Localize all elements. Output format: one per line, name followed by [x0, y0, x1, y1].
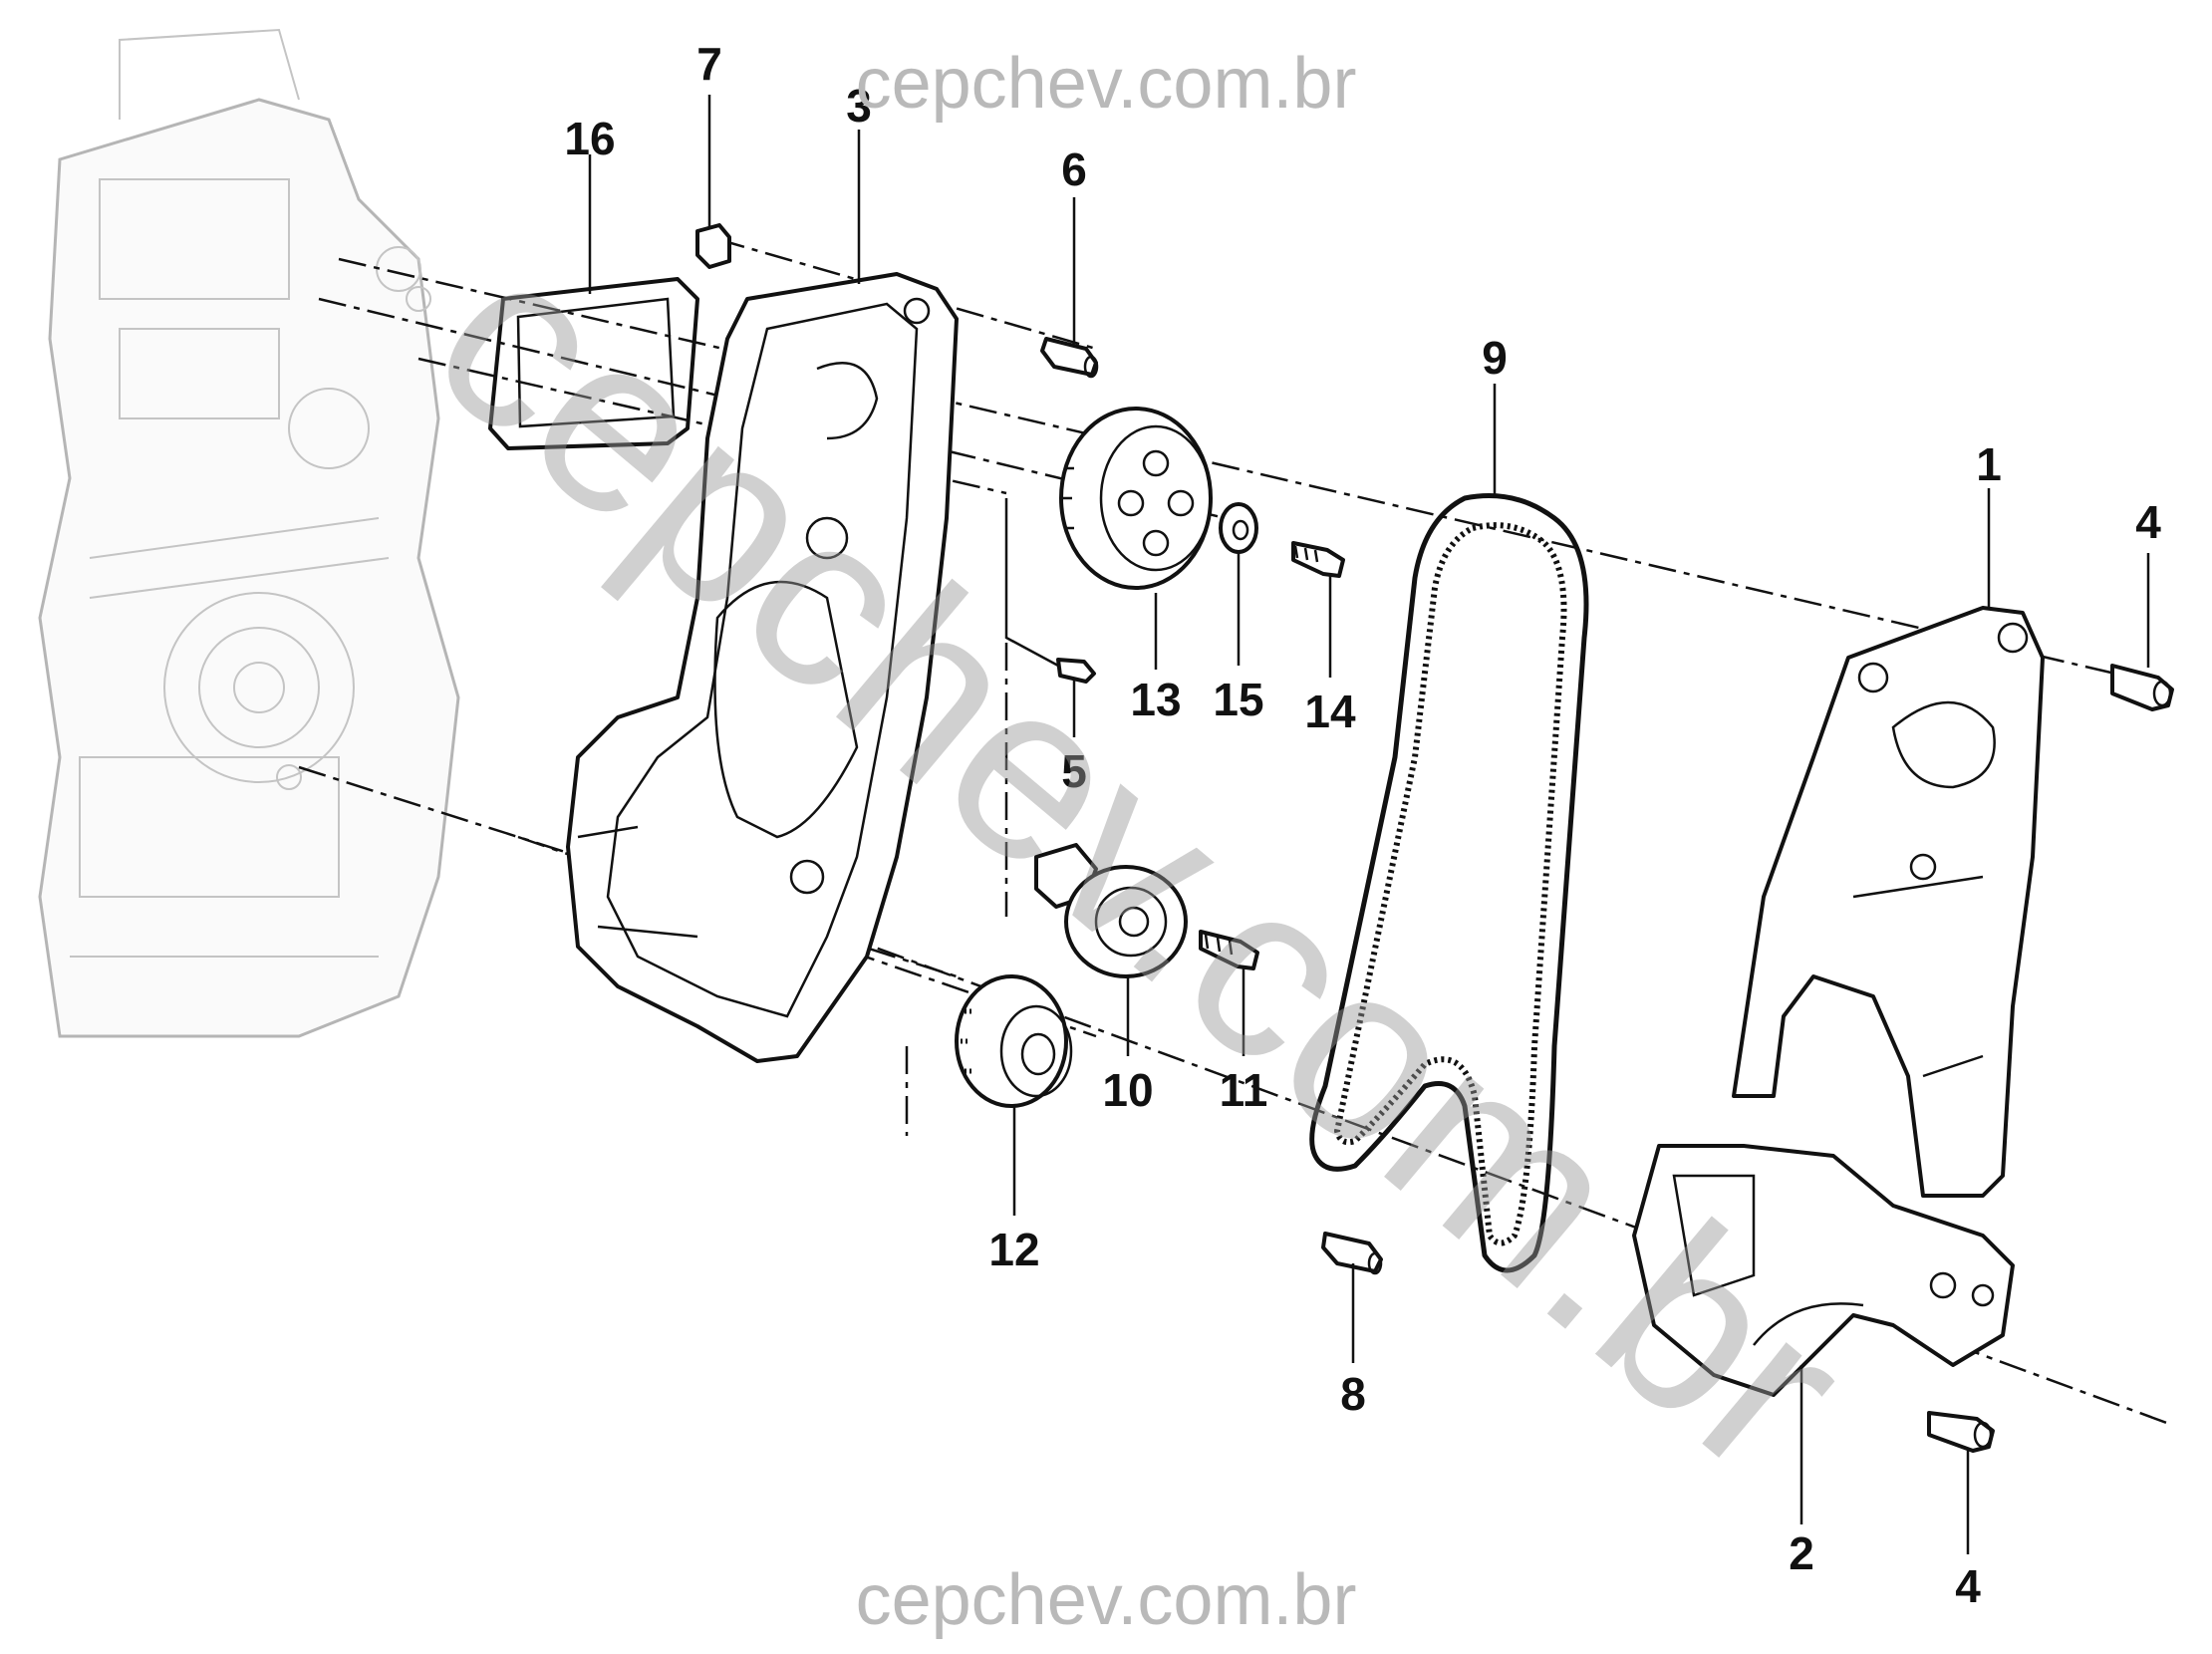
callout-7: 7 [696, 38, 722, 90]
watermark-top: cepchev.com.br [856, 44, 1357, 124]
small-screw-part [1056, 658, 1096, 684]
gasket-part [488, 277, 699, 450]
upper-cover-screw-part [2110, 664, 2174, 711]
engine-block-ghost [38, 28, 460, 1038]
callout-15: 15 [1213, 674, 1263, 725]
crankshaft-sprocket-part [955, 974, 1073, 1108]
callout-4b: 4 [1955, 1560, 1981, 1612]
camshaft-sprocket-part [1059, 407, 1213, 590]
callout-6: 6 [1061, 143, 1087, 195]
callout-8: 8 [1340, 1368, 1366, 1420]
callout-11: 11 [1220, 1064, 1268, 1116]
callout-1: 1 [1976, 438, 2002, 490]
callout-10: 10 [1102, 1064, 1153, 1116]
tensioner-pulley-part [1034, 843, 1188, 978]
lower-outer-cover-part [1632, 1144, 2015, 1397]
lower-cover-screw-part [1927, 1411, 1995, 1453]
callout-14: 14 [1304, 686, 1356, 737]
leader-lines [588, 95, 2150, 1554]
callout-3: 3 [846, 80, 872, 132]
tensioner-bolt-part [1199, 930, 1259, 970]
callout-13: 13 [1130, 674, 1181, 725]
dowel-sleeve-part [1040, 337, 1099, 379]
callout-9: 9 [1482, 332, 1508, 384]
callout-labels: 1 2 3 4 4 5 6 7 8 9 10 11 12 13 14 15 16 [564, 38, 2161, 1612]
clip-part [695, 223, 731, 269]
washer-part [1219, 502, 1258, 554]
lower-dowel-sleeve-part [1321, 1232, 1383, 1275]
upper-outer-cover-part [1732, 606, 2045, 1198]
callout-5: 5 [1061, 745, 1087, 797]
callout-2: 2 [1789, 1527, 1814, 1579]
watermark-bottom: cepchev.com.br [856, 1560, 1357, 1640]
callout-16: 16 [564, 113, 615, 164]
callout-12: 12 [988, 1224, 1039, 1275]
timing-belt-part [1309, 493, 1589, 1273]
callout-4a: 4 [2135, 496, 2161, 548]
sprocket-bolt-part [1291, 541, 1345, 578]
inner-timing-cover-part [566, 272, 959, 1063]
